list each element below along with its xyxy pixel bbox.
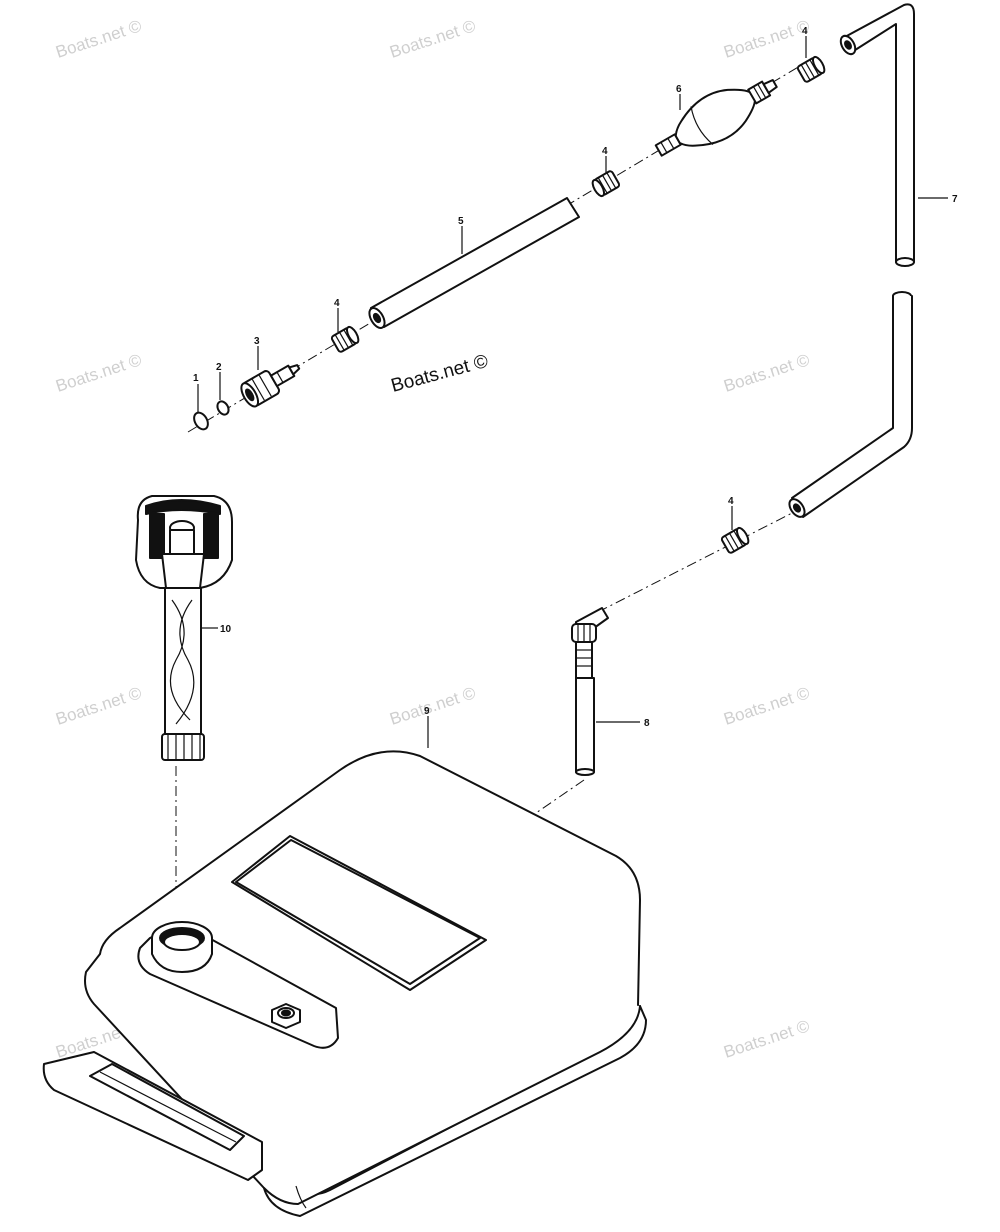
callout-4: 4 (334, 298, 340, 309)
callout-8: 8 (644, 718, 650, 729)
leader-lines (197, 36, 948, 748)
hose-clamp-part-4d (720, 526, 750, 554)
watermark: Boats.net © (53, 683, 144, 729)
callout-10: 10 (220, 624, 232, 635)
callout-labels: 1 2 3 4 5 4 6 4 7 4 8 9 10 (193, 26, 958, 729)
fuel-gauge-cap-part-10 (135, 495, 233, 761)
callout-9: 9 (424, 706, 430, 717)
watermark: Boats.net © (387, 16, 478, 62)
callout-2: 2 (216, 362, 222, 373)
callout-4: 4 (802, 26, 808, 37)
watermark: Boats.net © (721, 350, 812, 396)
callout-5: 5 (458, 216, 464, 227)
callout-3: 3 (254, 336, 260, 347)
fuel-tank-part-9 (42, 750, 647, 1217)
callout-6: 6 (676, 84, 682, 95)
callout-4: 4 (602, 146, 608, 157)
callout-4: 4 (728, 496, 734, 507)
pickup-tube-part-8 (571, 607, 609, 776)
watermark: Boats.net © (721, 683, 812, 729)
primer-bulb-part-6 (654, 79, 778, 157)
fuel-hose-part-5 (368, 197, 580, 329)
watermark: Boats.net © (53, 16, 144, 62)
callout-7: 7 (952, 194, 958, 205)
watermark: Boats.net © (53, 350, 144, 396)
watermark: Boats.net © (387, 683, 478, 729)
ring-part-2 (216, 400, 230, 416)
hose-clamp-part-4c (796, 55, 826, 83)
hose-clamp-part-4b (591, 170, 621, 198)
watermark: Boats.net © (721, 16, 812, 62)
bent-fuel-hose-part-7 (788, 3, 915, 518)
callout-1: 1 (193, 373, 199, 384)
watermark: Boats.net © (721, 1016, 812, 1062)
o-ring-part-1 (193, 411, 209, 431)
watermark-main: Boats.net © (389, 351, 491, 397)
connector-fitting-part-3 (240, 364, 301, 408)
hose-clamp-part-4a (330, 325, 360, 353)
